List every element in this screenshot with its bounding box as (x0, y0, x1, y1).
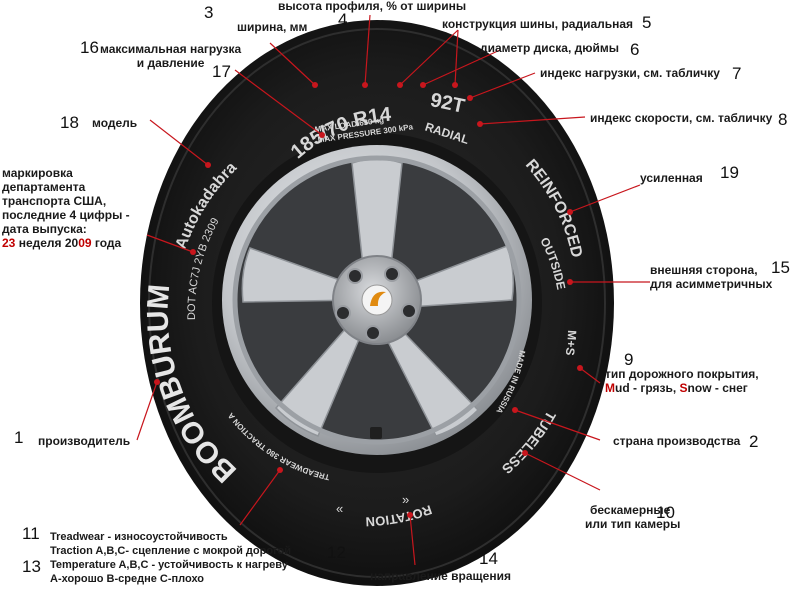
label-outside: внешняя сторона, для асимметричных (650, 263, 773, 291)
number-12: 12 (327, 543, 346, 562)
label-tubeless: бескамерные или тип камеры (585, 503, 681, 531)
label-temperature: Temperature A,B,C - устойчивость к нагре… (50, 559, 288, 585)
pointer-dots (154, 82, 583, 518)
label-manufacturer: производитель (38, 434, 131, 448)
label-country: страна производства (613, 434, 741, 448)
number-11: 11 (22, 524, 40, 543)
number-5: 5 (642, 13, 652, 32)
number-13: 13 (22, 557, 41, 576)
label-speed-index: индекс скорости, см. табличку (590, 111, 773, 125)
label-rim-diameter: диаметр диска, дюймы (480, 41, 619, 55)
number-14: 14 (479, 549, 498, 568)
tire-valve (370, 427, 382, 439)
number-17: 17 (212, 62, 231, 81)
ms-text: M+S (563, 330, 579, 357)
number-1: 1 (14, 428, 24, 447)
number-3: 3 (204, 3, 214, 22)
lug-nuts (335, 266, 417, 341)
number-9: 9 (624, 350, 634, 369)
number-19: 19 (720, 163, 739, 182)
label-treadwear: Treadwear - износоустойчивость (50, 531, 228, 543)
number-10: 10 (656, 503, 675, 522)
pointer-lines (136, 14, 650, 566)
label-model: модель (92, 116, 138, 130)
number-8: 8 (778, 110, 788, 129)
number-6: 6 (630, 40, 640, 59)
center-cap-logo (370, 291, 386, 306)
wheel-spokes (241, 158, 514, 437)
number-4: 4 (338, 10, 348, 29)
label-load-index: индекс нагрузки, см. табличку (540, 66, 720, 80)
label-dot-marking: маркировка департамента транспорта США, … (2, 166, 130, 250)
label-profile-height: высота профиля, % от ширины (278, 0, 467, 13)
label-rotation-direction: направление вращения (370, 569, 511, 583)
label-reinforced: усиленная (640, 171, 703, 185)
number-16: 16 (80, 38, 99, 57)
number-15: 15 (771, 258, 790, 277)
rotation-arrows-icon-2: » (402, 492, 409, 507)
label-width: ширина, мм (237, 20, 308, 34)
label-traction: Traction A,B,C- сцепление с мокрой дорог… (50, 545, 291, 557)
rotation-arrows-icon: « (336, 501, 343, 516)
label-radial-construction: конструкция шины, радиальная (442, 17, 634, 31)
number-18: 18 (60, 113, 79, 132)
label-road-type: тип дорожного покрытия, Mud - грязь, Sno… (605, 367, 759, 395)
number-7: 7 (732, 64, 742, 83)
number-2: 2 (749, 432, 759, 451)
label-max-load-pressure: максимальная нагрузка и давление (100, 42, 242, 70)
